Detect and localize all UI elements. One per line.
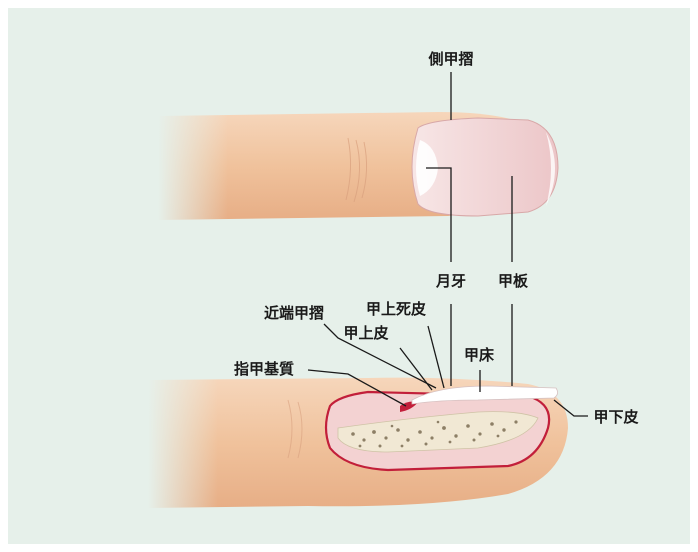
label-lunula: 月牙 [435,272,466,290]
label-cuticle: 甲上皮 [343,324,388,342]
label-nail-bed: 甲床 [464,346,495,364]
label-hyponychium: 甲下皮 [593,408,638,426]
label-nail-plate: 甲板 [498,272,529,290]
label-eponychium: 甲上死皮 [366,300,426,318]
label-lateral-nail-fold: 側甲摺 [427,50,473,68]
bottom-finger [148,374,568,514]
diagram-canvas: 側甲摺 月牙 甲板 甲上死皮 近端甲摺 甲上皮 甲床 指甲基質 甲下皮 [8,8,690,544]
top-finger [158,108,558,224]
labels: 側甲摺 月牙 甲板 甲上死皮 近端甲摺 甲上皮 甲床 指甲基質 甲下皮 [234,50,639,426]
label-nail-matrix: 指甲基質 [234,360,294,378]
label-proximal-nail-fold: 近端甲摺 [264,304,324,322]
nail-anatomy-diagram: 側甲摺 月牙 甲板 甲上死皮 近端甲摺 甲上皮 甲床 指甲基質 甲下皮 [8,8,690,544]
